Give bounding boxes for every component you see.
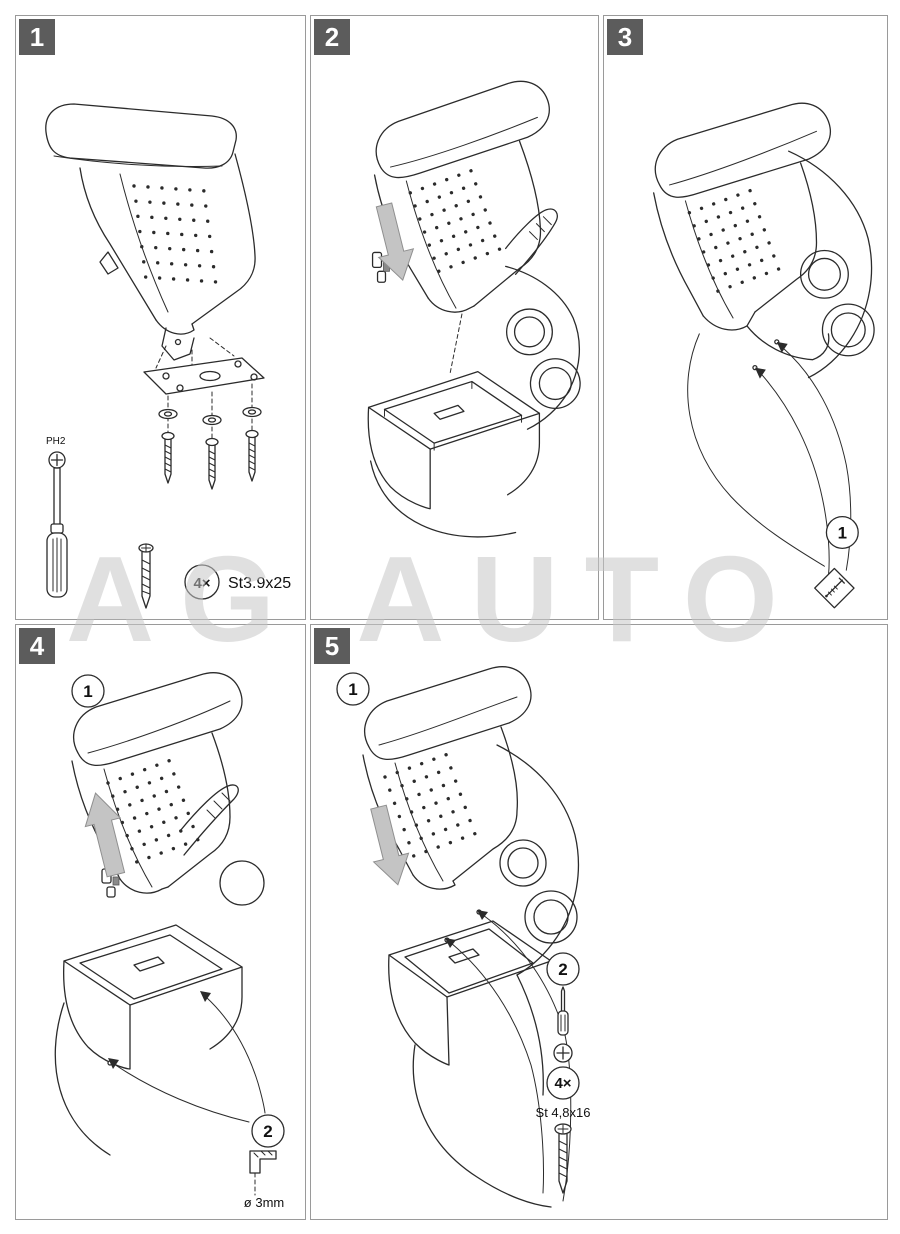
step-panel-1: 1 — [15, 15, 306, 620]
armrest-exploded-illustration — [45, 103, 256, 369]
armrest-illustration — [71, 672, 243, 898]
dot-texture — [106, 759, 200, 864]
latch-slot — [448, 948, 480, 964]
latch-slot — [133, 956, 165, 972]
step-panel-3: 3 — [603, 15, 888, 620]
storage-compartment — [367, 370, 541, 538]
callout-1-label: 1 — [348, 680, 357, 699]
phillips-bit-icon — [50, 453, 64, 467]
latch-part — [106, 886, 116, 898]
cupholder-console — [496, 744, 580, 976]
callout-2-label: 2 — [558, 960, 567, 979]
dot-texture — [408, 169, 502, 273]
screw-size-label: St 4,8x16 — [536, 1105, 591, 1120]
callout-1-label: 1 — [83, 682, 92, 701]
step-number-badge: 2 — [314, 19, 350, 55]
screw-icon — [245, 429, 259, 482]
armrest-illustration — [362, 666, 532, 890]
insert-direction-arrow-icon — [375, 202, 415, 281]
pointer-arrow — [754, 367, 830, 577]
screw-icon — [554, 1123, 572, 1194]
callout-1-label: 1 — [838, 523, 847, 542]
screw-size-label: St3.9x25 — [228, 575, 291, 592]
dot-texture — [383, 753, 477, 858]
dot-texture — [687, 188, 781, 293]
callout-number: 1 — [336, 672, 370, 706]
step-number-badge: 3 — [607, 19, 643, 55]
handbrake-lever — [504, 208, 558, 275]
screw-marking-icon — [814, 567, 855, 609]
callout-number: 2 — [251, 1114, 285, 1148]
screwdriver-icon — [557, 986, 569, 1036]
remove-direction-arrow-icon — [84, 792, 126, 878]
step-number-badge: 4 — [19, 628, 55, 664]
latch-part — [371, 251, 383, 268]
screwdriver-icon — [46, 451, 68, 598]
step-3-illustration: 1 — [653, 102, 875, 609]
latch-part — [376, 270, 387, 283]
storage-compartment — [54, 924, 243, 1156]
quantity-callout: 4× — [546, 1066, 580, 1100]
handbrake-lever — [179, 784, 239, 856]
step-panel-4: 4 1 — [15, 624, 306, 1220]
callout-number: 1 — [825, 515, 859, 550]
washer-icon — [202, 414, 222, 426]
drill-detail-callout: ø 3mm — [244, 1150, 284, 1210]
assembled-armrest-illustration — [653, 102, 831, 371]
callout-number: 1 — [71, 674, 105, 708]
dot-texture — [132, 184, 218, 284]
callout-number: 2 — [546, 952, 580, 986]
quantity-label: 4× — [554, 1075, 571, 1092]
pointer-arrow — [108, 1058, 250, 1123]
cupholder-console — [788, 150, 875, 379]
step-panel-2: 2 — [310, 15, 599, 620]
screw-icon — [161, 431, 175, 484]
latch-slot — [433, 404, 465, 420]
step-number-badge: 5 — [314, 628, 350, 664]
cupholder-console — [504, 265, 581, 430]
console-outline-sweep — [687, 333, 825, 567]
quantity-callout: 4× — [184, 564, 220, 600]
washer-icon — [158, 408, 178, 420]
tool-size-label: PH2 — [46, 436, 66, 447]
hinge-detail — [161, 327, 195, 361]
step-2-illustration — [367, 80, 581, 538]
cupholder — [219, 860, 265, 906]
step-1-illustration: PH2 4× St3.9x25 — [45, 103, 291, 609]
phillips-bit-icon — [553, 1043, 573, 1063]
step-panel-5: 5 1 — [310, 624, 888, 1220]
alignment-guide-line — [449, 313, 463, 375]
armrest-illustration — [371, 80, 550, 313]
screw-icon — [205, 437, 219, 490]
bracket-part — [249, 1150, 277, 1174]
pointer-arrow — [200, 991, 266, 1114]
latch-clip — [112, 876, 120, 886]
storage-compartment — [388, 909, 552, 1208]
pointer-arrow — [445, 938, 544, 1194]
step-number-badge: 1 — [19, 19, 55, 55]
step-5-illustration: 1 — [336, 666, 591, 1208]
washer-icon — [242, 406, 262, 418]
mounting-plate-icon — [143, 357, 265, 395]
screw-icon — [138, 543, 154, 609]
callout-2-label: 2 — [263, 1122, 272, 1141]
step-4-illustration: 1 — [54, 672, 285, 1210]
drill-size-label: ø 3mm — [244, 1195, 284, 1210]
quantity-label: 4× — [193, 575, 210, 592]
insert-direction-arrow-icon — [370, 804, 410, 886]
